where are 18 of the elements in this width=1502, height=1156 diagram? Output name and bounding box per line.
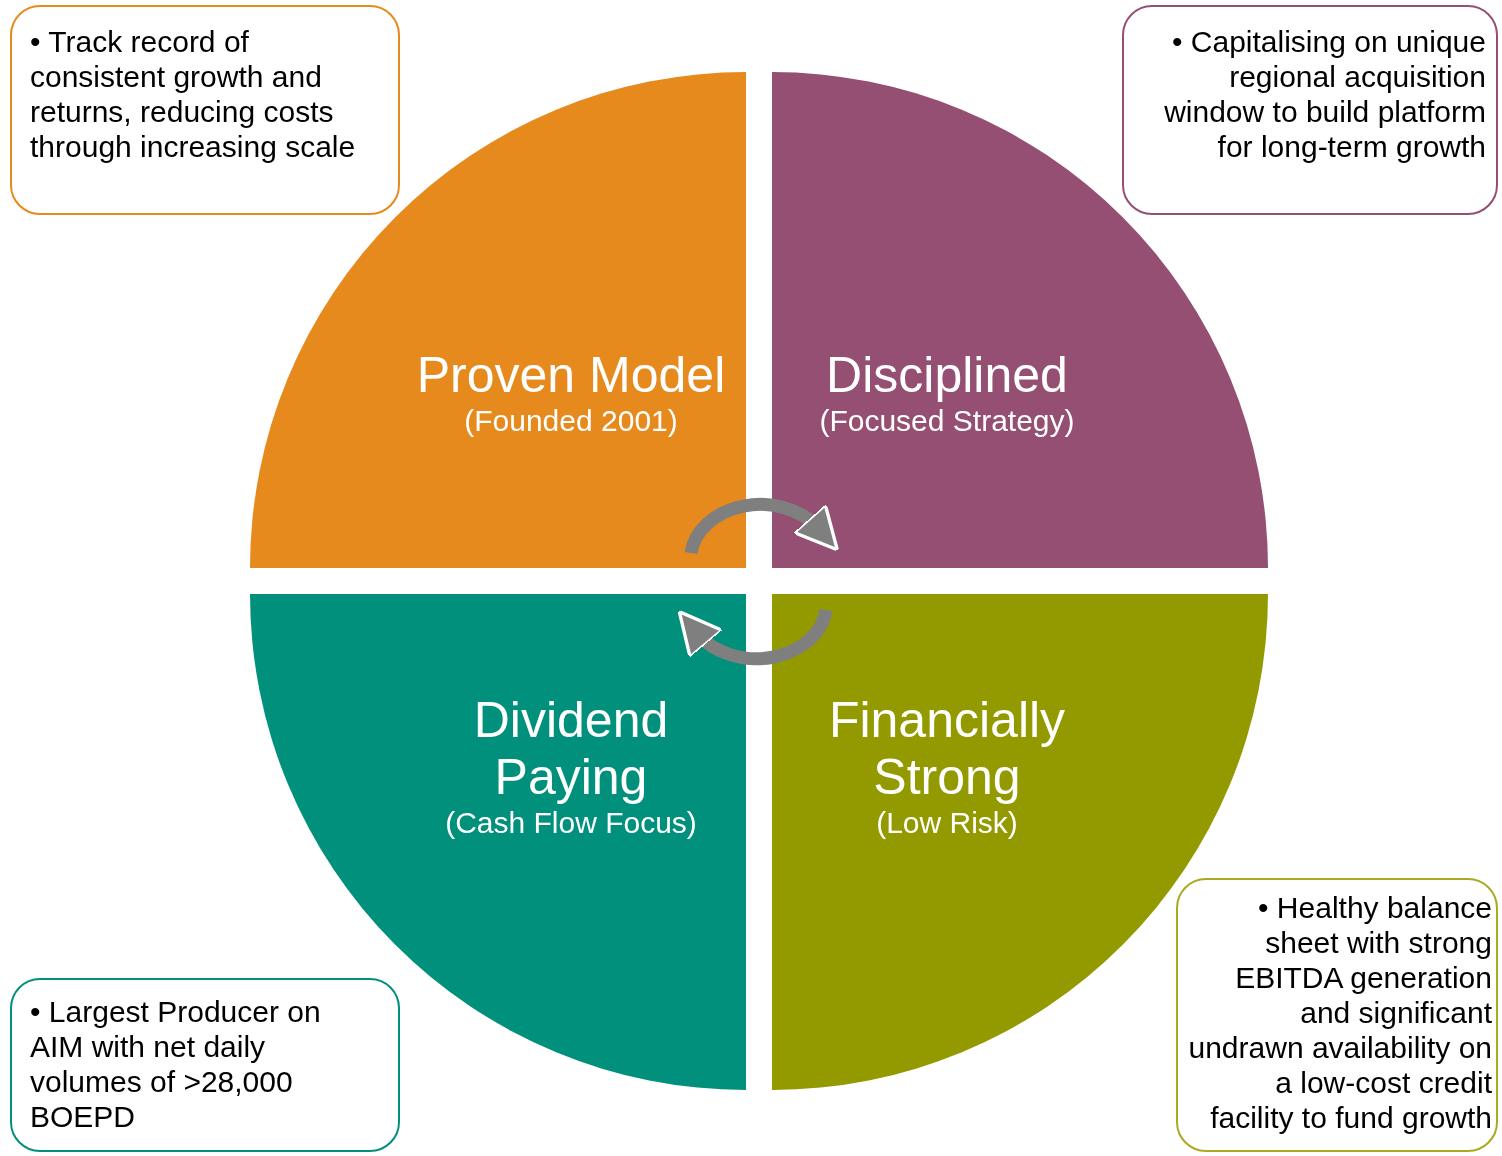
callout-box <box>1176 878 1498 1152</box>
bullet-text: • Largest Producer on AIM with net daily volumes of >28,000 BOEPD <box>30 994 322 1134</box>
subtitle-text: (Focused Strategy) <box>818 404 1076 438</box>
heading-text: Dividend Paying <box>472 692 670 806</box>
bullet-text: • Healthy balance sheet with strong EBITDA generation and significant undrawn availability on a low-cost credit facility to fund growth <box>1187 890 1492 1135</box>
heading-text: Financially Strong <box>827 692 1067 806</box>
callout-box <box>10 978 400 1152</box>
curved-arrow <box>684 498 841 555</box>
heading-text: Disciplined <box>825 347 1069 404</box>
callout-box <box>1122 5 1498 215</box>
subtitle-text: (Founded 2001) <box>463 404 679 438</box>
subtitle-text: (Low Risk) <box>875 806 1019 840</box>
bullet-text: • Capitalising on unique regional acquisition window to build platform for long-term growth <box>1163 24 1486 164</box>
bullet-text: • Track record of consistent growth and returns, reducing costs through increasing scale <box>30 24 357 164</box>
subtitle-text: (Cash Flow Focus) <box>444 806 698 840</box>
callout-box <box>10 5 400 215</box>
curved-arrow <box>676 608 833 666</box>
heading-text: Proven Model <box>415 347 727 404</box>
